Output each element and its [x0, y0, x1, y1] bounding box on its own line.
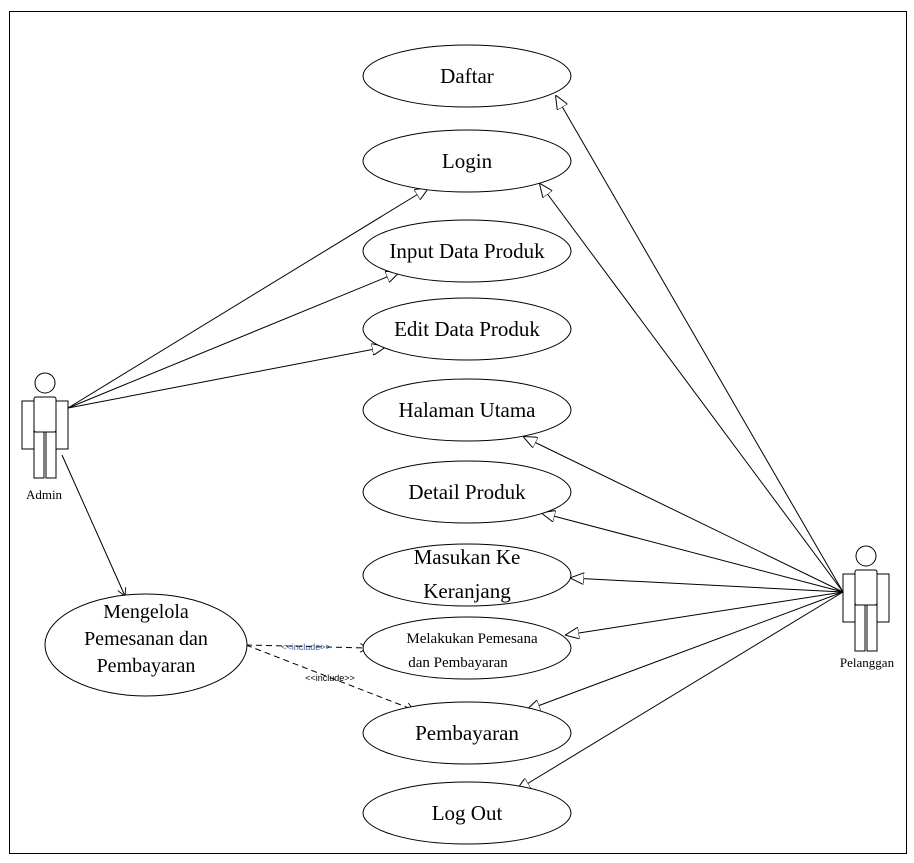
- use-case-edit-data-produk: Edit Data Produk: [362, 297, 572, 361]
- system-boundary: [9, 11, 907, 854]
- pelanggan-login-association: [540, 184, 844, 593]
- admin-label: Admin: [26, 487, 63, 502]
- use-case-login: Login: [362, 129, 572, 193]
- include-line-pembayaran: [245, 644, 414, 710]
- use-case-mengelola-line2: Pemesanan dan: [84, 628, 208, 650]
- use-case-detail-produk: Detail Produk: [362, 460, 572, 524]
- use-case-log-out-label: Log Out: [432, 801, 503, 825]
- admin-mengelola-association: [61, 454, 125, 596]
- pelanggan-figure-icon: [842, 545, 890, 652]
- pelanggan-associations: [517, 96, 844, 790]
- use-case-halaman-utama: Halaman Utama: [362, 378, 572, 442]
- use-case-pembayaran: Pembayaran: [362, 701, 572, 765]
- pelanggan-logout-association: [517, 591, 844, 790]
- use-case-daftar-label: Daftar: [440, 64, 494, 88]
- use-case-login-label: Login: [442, 149, 493, 173]
- use-case-detail-produk-label: Detail Produk: [408, 480, 526, 504]
- include-label-pemesanan: <<include>>: [281, 642, 331, 652]
- pelanggan-pembayaran-association: [527, 591, 844, 710]
- use-case-input-data-produk-label: Input Data Produk: [389, 239, 545, 263]
- use-case-mengelola-line3: Pembayaran: [97, 655, 196, 677]
- use-case-halaman-utama-label: Halaman Utama: [398, 398, 536, 422]
- use-case-melakukan-pemesanan-line2: dan Pembayaran: [408, 655, 508, 671]
- pelanggan-halaman-association: [524, 437, 844, 593]
- include-label-pembayaran: <<include>>: [305, 673, 355, 683]
- pelanggan-detail-association: [542, 513, 844, 593]
- use-case-masukan-ke-keranjang: Masukan Ke Keranjang: [362, 543, 572, 607]
- use-case-masukan-ke-keranjang-line1: Masukan Ke: [414, 545, 521, 569]
- include-relations: [245, 644, 414, 710]
- admin-associations: [61, 188, 428, 596]
- admin-edit-association: [67, 347, 385, 409]
- pelanggan-keranjang-association: [571, 578, 844, 593]
- admin-input-association: [67, 272, 399, 409]
- actor-admin: Admin: [21, 372, 69, 502]
- use-case-input-data-produk: Input Data Produk: [362, 219, 572, 283]
- actor-pelanggan: Pelanggan: [840, 545, 895, 670]
- use-case-masukan-ke-keranjang-line2: Keranjang: [423, 579, 511, 603]
- use-case-melakukan-pemesanan: Melakukan Pemesana dan Pembayaran: [362, 616, 572, 680]
- pelanggan-daftar-association: [556, 96, 844, 593]
- include-line-pemesanan: [245, 645, 368, 648]
- use-case-mengelola-pemesanan: Mengelola Pemesanan dan Pembayaran: [44, 593, 248, 697]
- use-case-melakukan-pemesanan-line1: Melakukan Pemesana: [406, 631, 538, 647]
- use-case-log-out: Log Out: [362, 781, 572, 845]
- use-case-mengelola-line1: Mengelola: [103, 601, 189, 623]
- admin-login-association: [67, 188, 428, 409]
- pelanggan-label: Pelanggan: [840, 655, 895, 670]
- admin-figure-icon: [21, 372, 69, 479]
- use-case-pembayaran-label: Pembayaran: [415, 721, 519, 745]
- pelanggan-pemesanan-association: [566, 591, 844, 635]
- use-case-edit-data-produk-label: Edit Data Produk: [394, 317, 540, 341]
- use-case-daftar: Daftar: [362, 44, 572, 108]
